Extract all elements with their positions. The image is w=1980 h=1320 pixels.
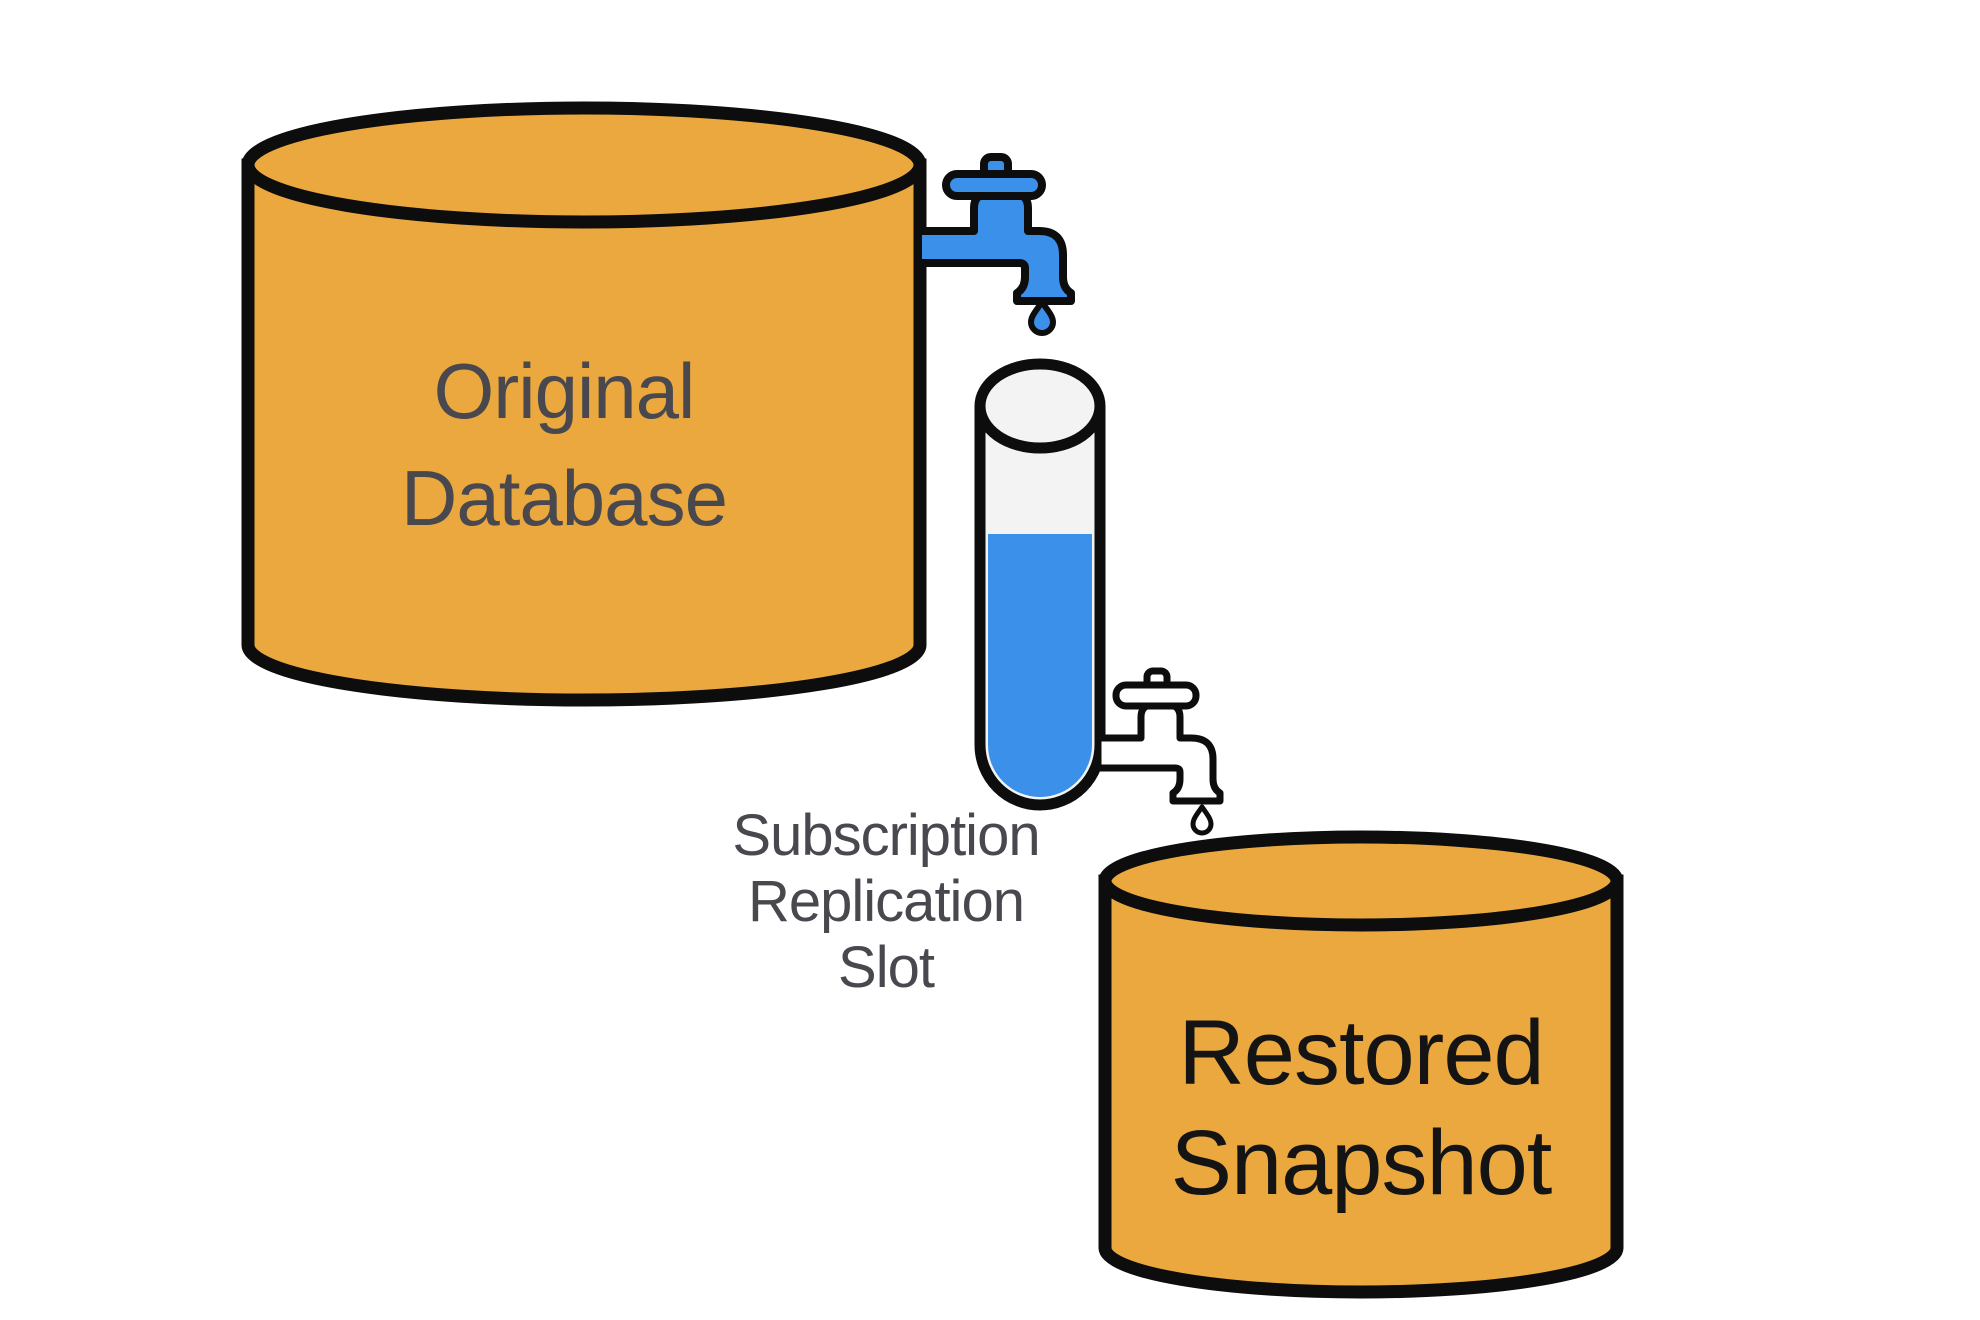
database-cylinder-icon (1098, 874, 1624, 1299)
restored-snapshot-label: Restored Snapshot (1171, 1002, 1553, 1214)
faucet-icon (914, 153, 1075, 336)
database-cylinder-icon (241, 158, 927, 707)
faucet-body (1094, 701, 1224, 805)
water-drop-icon (1028, 299, 1056, 336)
label-line: Restored (1178, 1002, 1543, 1104)
label-line: Subscription (732, 803, 1039, 868)
faucet-outline-icon (1094, 667, 1224, 836)
label-line: Replication (748, 869, 1024, 934)
original-database-cylinder (241, 101, 927, 707)
test-tube-icon (974, 358, 1106, 811)
restored-snapshot-cylinder (1098, 830, 1624, 1299)
original-database-label: Original Database (401, 347, 728, 542)
water-drop-outline-icon (1190, 804, 1214, 836)
tube-water-fill (988, 534, 1092, 797)
database-cylinder-top (241, 101, 927, 229)
tube-mouth (974, 358, 1106, 454)
label-line: Snapshot (1171, 1112, 1552, 1214)
database-cylinder-top (1098, 830, 1624, 932)
label-line: Slot (838, 935, 935, 1000)
label-line: Original (434, 347, 695, 435)
faucet-handle-bar (1112, 681, 1200, 710)
label-line: Database (401, 454, 727, 542)
replication-slot-label: Subscription Replication Slot (732, 803, 1040, 1000)
faucet-body (914, 190, 1075, 305)
faucet-handle-bar (942, 170, 1046, 200)
